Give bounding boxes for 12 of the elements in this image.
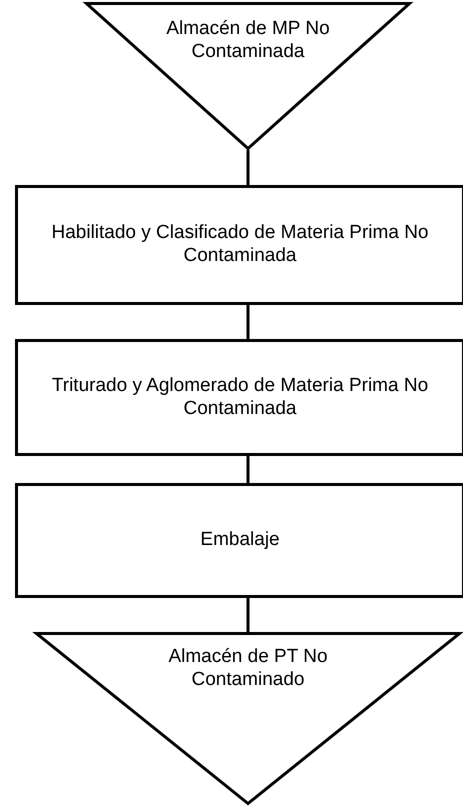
connector-line [246, 456, 250, 483]
node-label: Habilitado y Clasificado de Materia Prima No Contaminada [50, 222, 430, 268]
node-label: Embalaje [200, 529, 280, 552]
node-label: Almacén de MP No Contaminada [165, 18, 331, 64]
connector-line [246, 598, 250, 632]
node-label: Almacén de PT No Contaminado [167, 646, 329, 692]
process-box [15, 185, 463, 305]
node-label: Triturado y Aglomerado de Materia Prima No Contaminada [50, 374, 430, 420]
connector-line [246, 150, 250, 185]
process-box [15, 483, 463, 598]
process-box [15, 339, 463, 456]
connector-line [246, 305, 250, 339]
